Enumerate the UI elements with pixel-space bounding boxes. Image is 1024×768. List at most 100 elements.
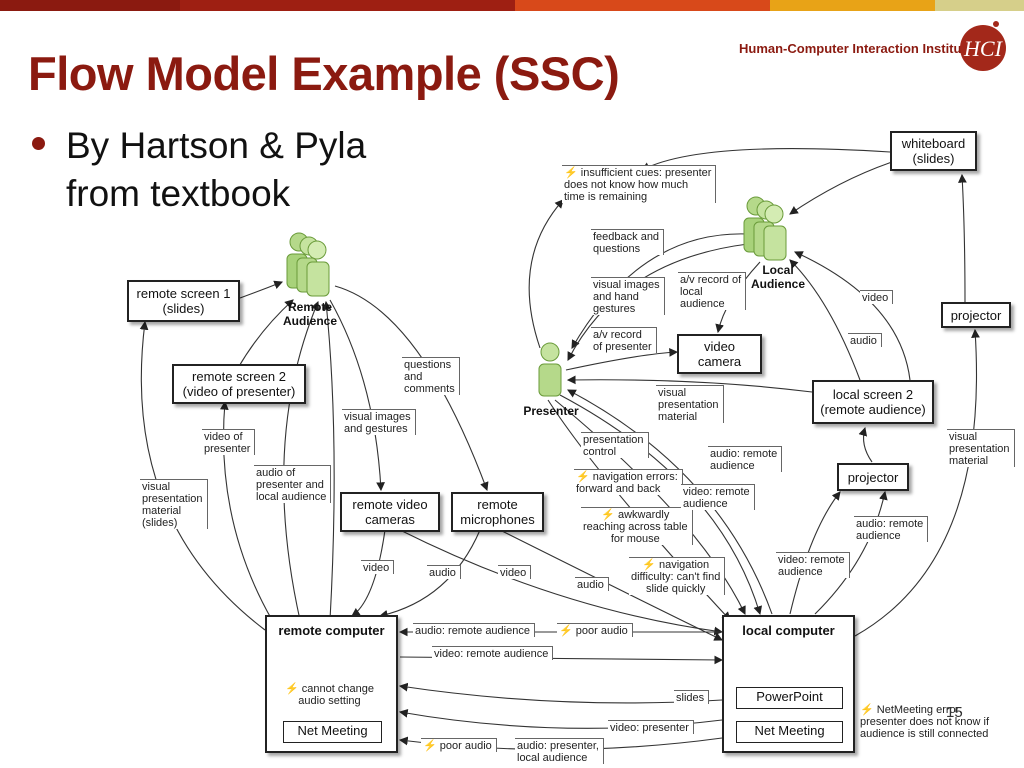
slides-label: slides	[674, 690, 710, 704]
video-label-1: video	[361, 560, 395, 574]
arrow-local-to-projector2	[814, 490, 888, 615]
arrow-remote-to-cameras	[329, 299, 385, 492]
lightning-bolt-icon: ⚡	[285, 683, 299, 695]
logo-text: HCI	[963, 36, 1004, 61]
arrow-local-to-projector-right	[854, 328, 980, 637]
poor-audio-top-text: poor audio	[575, 625, 628, 637]
navigation-difficulty-label: ⚡ navigation difficulty: can't find slid…	[629, 557, 726, 595]
lightning-bolt-icon: ⚡	[860, 704, 874, 716]
feedback-label: feedback and questions	[591, 229, 665, 255]
arrow-presenter-to-insufficient	[528, 199, 564, 349]
bullet-line-2: from textbook	[66, 173, 291, 214]
local-computer-box: local computer PowerPoint Net Meeting	[722, 615, 855, 753]
poor-audio-bottom-label: ⚡ poor audio	[421, 738, 497, 752]
questions-comments-label: questions and comments	[402, 357, 460, 395]
video-remote-audience-label-1: video: remote audience	[681, 484, 755, 510]
awkward-text: awkwardly reaching across table for mous…	[583, 509, 688, 545]
audio-remote-audience-label-1: audio: remote audience	[708, 446, 783, 472]
audio-right-label: audio	[848, 333, 882, 347]
institute-name: Human-Computer Interaction Institute	[739, 41, 974, 56]
arrow-cameras-to-computer	[351, 529, 386, 617]
arrow-computer-to-remote	[283, 300, 320, 621]
arrow-remote-to-mics	[334, 285, 489, 492]
arrow-mics-to-computer	[378, 529, 481, 619]
local-audience-icon	[743, 196, 787, 261]
color-bar-segment	[0, 0, 180, 11]
remote-microphones-box: remote microphones	[451, 492, 544, 532]
audio-remote-audience-bottom-label: audio: remote audience	[413, 623, 535, 637]
nav-errors-text: navigation errors: forward and back	[576, 471, 678, 495]
powerpoint-box: PowerPoint	[736, 687, 843, 709]
audio-of-presenter-label: audio of presenter and local audience	[254, 465, 332, 503]
audio-presenter-local-label: audio: presenter, local audience	[515, 738, 604, 764]
net-meeting-remote: Net Meeting	[283, 721, 382, 743]
video-remote-audience-label-2: video: remote audience	[776, 552, 850, 578]
color-bar-segment	[180, 0, 515, 11]
nav-difficulty-text: navigation difficulty: can't find slide …	[631, 559, 721, 595]
cannot-change-audio-label: ⚡ cannot change audio setting	[285, 683, 374, 707]
bullet-dot	[32, 137, 45, 150]
insufficient-text: insufficient cues: presenter does not kn…	[564, 167, 712, 203]
poor-audio-top-label: ⚡ poor audio	[557, 623, 633, 637]
visual-images-hand-label: visual images and hand gestures	[591, 277, 665, 315]
lightning-bolt-icon: ⚡	[601, 509, 615, 521]
arrow-mics-to-local	[499, 529, 723, 641]
audio-label-1: audio	[427, 565, 461, 579]
lightning-bolt-icon: ⚡	[564, 167, 578, 179]
lightning-bolt-icon: ⚡	[559, 625, 573, 637]
video-remote-audience-bottom-label: video: remote audience	[432, 646, 554, 660]
av-record-local-label: a/v record of local audience	[678, 272, 747, 310]
visual-presentation-material-right-label: visual presentation material	[947, 429, 1015, 467]
arrow-cameras-to-local	[399, 529, 724, 636]
projector-top-box: projector	[941, 302, 1011, 328]
projector-mid-box: projector	[837, 463, 909, 491]
arrow-local-to-projector	[789, 491, 841, 615]
remote-screen-2-box: remote screen 2 (video of presenter)	[172, 364, 306, 404]
insufficient-cues-label: ⚡ insufficient cues: presenter does not …	[562, 165, 717, 203]
lightning-bolt-icon: ⚡	[576, 471, 590, 483]
arrow-screen2-to-remote	[237, 299, 294, 369]
visual-presentation-material-label: visual presentation material	[656, 385, 724, 423]
audio-remote-audience-label-2: audio: remote audience	[854, 516, 929, 542]
visual-images-gestures-label: visual images and gestures	[342, 409, 416, 435]
arrow-projector-to-whiteboard	[958, 173, 967, 303]
whiteboard-box: whiteboard (slides)	[890, 131, 977, 171]
netmeeting-error-label: ⚡ NetMeeting error: presenter does not k…	[860, 704, 989, 740]
video-right-label: video	[860, 290, 894, 304]
poor-audio-bottom-text: poor audio	[439, 740, 492, 752]
video-of-presenter-label: video of presenter	[202, 429, 256, 455]
video-camera-box: video camera	[677, 334, 762, 374]
bullet-text: By Hartson & Pyla from textbook	[66, 122, 366, 218]
color-bar-segment	[770, 0, 935, 11]
color-bar-segment	[935, 0, 1024, 11]
arrow-whiteboard-to-presenter	[641, 148, 891, 171]
bullet-line-1: By Hartson & Pyla	[66, 125, 367, 166]
visual-presentation-slides-label: visual presentation material (slides)	[140, 479, 208, 529]
lightning-bolt-icon: ⚡	[423, 740, 437, 752]
cannot-change-text: cannot change audio setting	[298, 683, 374, 707]
remote-computer-title: remote computer	[278, 623, 385, 638]
arrow-screen2-to-presenter	[566, 375, 813, 393]
local-computer-title: local computer	[742, 623, 835, 638]
slide-title: Flow Model Example (SSC)	[28, 47, 620, 100]
arrow-screen1-to-remote	[239, 280, 284, 299]
arrow-presenter-to-camera	[565, 348, 679, 371]
remote-audience-icon	[286, 232, 330, 297]
navigation-errors-label: ⚡ navigation errors: forward and back	[574, 469, 683, 495]
netmeeting-error-text: NetMeeting error: presenter does not kno…	[860, 704, 990, 740]
arrow-computer-to-remote2	[322, 300, 335, 621]
lightning-bolt-icon: ⚡	[642, 559, 656, 571]
presenter-label: Presenter	[523, 404, 579, 418]
remote-screen-1-box: remote screen 1 (slides)	[127, 280, 240, 322]
color-bar-segment	[515, 0, 770, 11]
net-meeting-local: Net Meeting	[736, 721, 843, 743]
av-record-presenter-label: a/v record of presenter	[591, 327, 657, 353]
video-label-2: video	[498, 565, 532, 579]
video-presenter-label: video: presenter	[608, 720, 694, 734]
local-screen-2-box: local screen 2 (remote audience)	[812, 380, 934, 424]
presentation-control-label: presentation control	[581, 432, 649, 458]
hci-logo: HCI	[960, 21, 1006, 71]
awkward-reaching-label: ⚡ awkwardly reaching across table for mo…	[581, 507, 693, 545]
presenter-icon	[538, 342, 562, 397]
